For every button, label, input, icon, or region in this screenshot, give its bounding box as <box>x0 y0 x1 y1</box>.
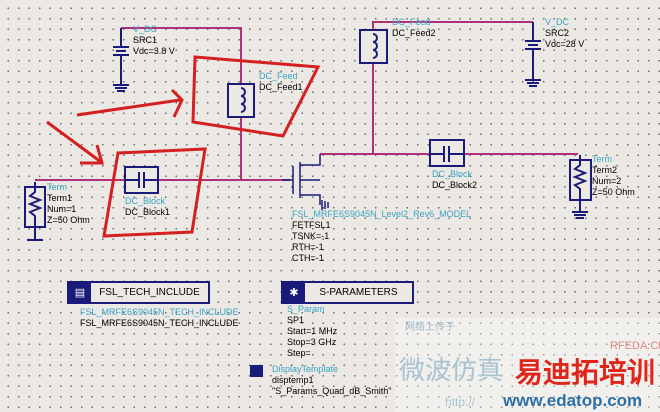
tech-include-name: FSL_MRFE6S9045N_TECH_INCLUDE <box>80 318 239 328</box>
feed1-type: DC_Feed <box>259 71 298 81</box>
annotation-arrow-2 <box>46 120 102 164</box>
term2-name: Term2 <box>592 165 618 175</box>
inductor-dc-feed2 <box>359 29 388 64</box>
term1-symbol <box>24 182 46 241</box>
watermark: 网络上传子 RFEDA.CN 微波仿真 易迪拓培训 http:// www.ed… <box>395 318 660 412</box>
annotation-box-dc-feed <box>191 55 321 138</box>
src2-param: Vdc=28 V <box>545 39 585 49</box>
watermark-cn-small: 网络上传子 <box>405 322 455 333</box>
fet-cth: CTH=-1 <box>292 253 324 263</box>
term2-num: Num=2 <box>592 176 622 186</box>
sparam-icon: ✱ <box>283 283 305 302</box>
capacitor-dc-block2 <box>429 139 465 167</box>
include-icon: ▤ <box>69 283 91 302</box>
fet-rth: RTH=-1 <box>292 242 324 252</box>
src2-type: V_DC <box>545 17 570 27</box>
sparam-name: SP1 <box>287 315 305 325</box>
display-template-value: "S_Params_Quad_dB_Smith" <box>272 386 392 396</box>
sparam-start: Start=1 MHz <box>287 326 338 336</box>
sparam-type: S_Param <box>287 304 325 314</box>
s-parameters-block[interactable]: ✱ S-PARAMETERS <box>281 281 414 304</box>
tech-include-type: FSL_MRFE6S9045N_TECH_INCLUDE <box>80 307 239 317</box>
capacitor-dc-block1 <box>124 166 159 194</box>
feed2-type: DC_Feed <box>392 17 431 27</box>
fet-type: FSL_MRFE6S9045N_Level2_Rev6_MODEL <box>292 209 472 219</box>
term1-type: Term <box>47 182 67 192</box>
block2-name: DC_Block2 <box>432 180 478 190</box>
tech-include-label: FSL_TECH_INCLUDE <box>99 287 200 298</box>
sparam-step: Step= <box>287 348 311 358</box>
battery-src2 <box>525 22 541 87</box>
wire-bias-drain <box>372 21 533 154</box>
src1-param: Vdc=3.8 V <box>133 46 175 56</box>
term1-name: Term1 <box>47 193 73 203</box>
s-parameters-label: S-PARAMETERS <box>319 287 398 298</box>
feed2-name: DC_Feed2 <box>392 28 436 38</box>
watermark-http: http:// <box>445 395 476 409</box>
block1-type: DC_Block <box>125 196 166 206</box>
annotation-arrowhead-1 <box>170 88 184 118</box>
annotation-arrow-1 <box>76 98 181 117</box>
annotation-arrowhead-2 <box>80 144 104 165</box>
term2-type: Term <box>592 154 612 164</box>
watermark-site: RFEDA.CN <box>610 340 660 352</box>
src1-name: SRC1 <box>133 35 158 45</box>
display-template-icon[interactable] <box>250 365 263 377</box>
block1-name: DC_Block1 <box>125 207 171 217</box>
fet-symbol <box>282 154 329 210</box>
term2-symbol <box>569 155 592 219</box>
watermark-url: www.edatop.com <box>503 391 643 410</box>
fet-name: FETFSL1 <box>292 220 331 230</box>
tech-include-block[interactable]: ▤ FSL_TECH_INCLUDE <box>67 281 210 304</box>
src2-name: SRC2 <box>545 28 570 38</box>
inductor-dc-feed1 <box>227 83 255 118</box>
display-template-name: disptemp1 <box>272 375 314 385</box>
term2-z: Z=50 Ohm <box>592 187 635 197</box>
red-annotations <box>46 55 321 238</box>
feed1-name: DC_Feed1 <box>259 82 303 92</box>
fet-tsnk: TSNK=-1 <box>292 231 330 241</box>
annotation-box-dc-block <box>102 147 207 238</box>
block2-type: DC_Block <box>432 169 473 179</box>
term1-num: Num=1 <box>47 204 77 214</box>
battery-src1 <box>113 28 129 92</box>
watermark-cn-big: 微波仿真 <box>399 355 504 385</box>
sparam-stop: Stop=3 GHz <box>287 337 337 347</box>
src1-type: V_DC <box>133 24 158 34</box>
watermark-brand: 易迪拓培训 <box>515 357 656 388</box>
term1-z: Z=50 Ohm <box>47 215 90 225</box>
display-template-type: DisplayTemplate <box>272 364 339 374</box>
